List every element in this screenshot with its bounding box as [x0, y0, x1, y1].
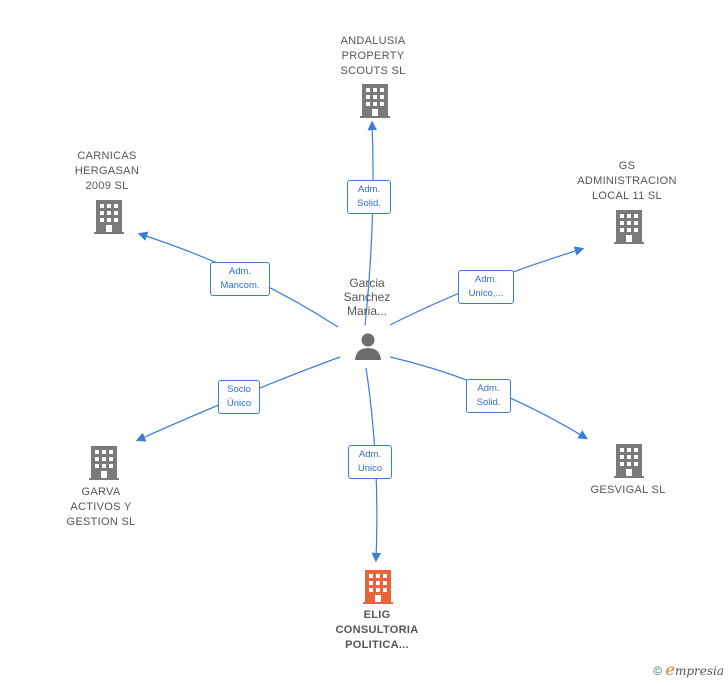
- center-person-name[interactable]: Garcia Sanchez Maria...: [343, 276, 391, 318]
- building-icon[interactable]: [360, 84, 390, 118]
- edge-label-line2: Solid.: [476, 397, 501, 408]
- brand-footer[interactable]: © empresia: [653, 660, 724, 679]
- person-icon[interactable]: [353, 331, 383, 361]
- edge-label-line1: Adm.: [474, 274, 498, 285]
- building-icon[interactable]: [94, 200, 124, 234]
- edge-label-elig: Adm. Unico: [348, 445, 392, 479]
- edge-label-andalusia: Adm. Solid.: [347, 180, 391, 214]
- edge-label-line1: Adm.: [228, 266, 252, 277]
- node-label-gesvigal[interactable]: GESVIGAL SL: [590, 484, 666, 496]
- node-label-andalusia[interactable]: ANDALUSIA PROPERTY SCOUTS SL: [340, 35, 406, 77]
- node-label-elig[interactable]: ELIG CONSULTORIA POLITICA...: [335, 609, 419, 651]
- edge-andalusia: [364, 120, 378, 326]
- node-label-carnicas[interactable]: CARNICAS HERGASAN 2009 SL: [74, 150, 140, 192]
- edge-label-line2: Unico,...: [468, 288, 504, 299]
- copyright-symbol: ©: [653, 664, 663, 678]
- node-label-garva[interactable]: GARVA ACTIVOS Y GESTION SL: [66, 486, 136, 528]
- edge-label-gs: Adm. Unico,...: [458, 270, 514, 304]
- edge-label-line1: Socio: [227, 384, 251, 395]
- edge-label-garva: Socio Único: [218, 380, 260, 414]
- edge-label-gesvigal: Adm. Solid.: [466, 379, 511, 413]
- edge-label-line2: Solid.: [357, 198, 381, 209]
- edge-label-line1: Adm.: [357, 184, 381, 195]
- edge-label-line1: Adm.: [358, 449, 382, 460]
- building-icon[interactable]: [614, 210, 644, 244]
- node-label-gs[interactable]: GS ADMINISTRACION LOCAL 11 SL: [577, 160, 677, 202]
- brand-logo-text: mpresia: [674, 664, 724, 678]
- building-icon[interactable]: [614, 444, 644, 478]
- edge-label-line1: Adm.: [477, 383, 500, 394]
- building-icon[interactable]: [89, 446, 119, 480]
- building-icon[interactable]: [363, 570, 393, 604]
- edge-label-line2: Único: [226, 398, 252, 409]
- edge-label-line2: Mancom.: [220, 280, 260, 291]
- brand-logo-e: e: [665, 660, 675, 679]
- edge-label-line2: Unico: [357, 463, 383, 474]
- edge-label-carnicas: Adm. Mancom.: [210, 262, 270, 296]
